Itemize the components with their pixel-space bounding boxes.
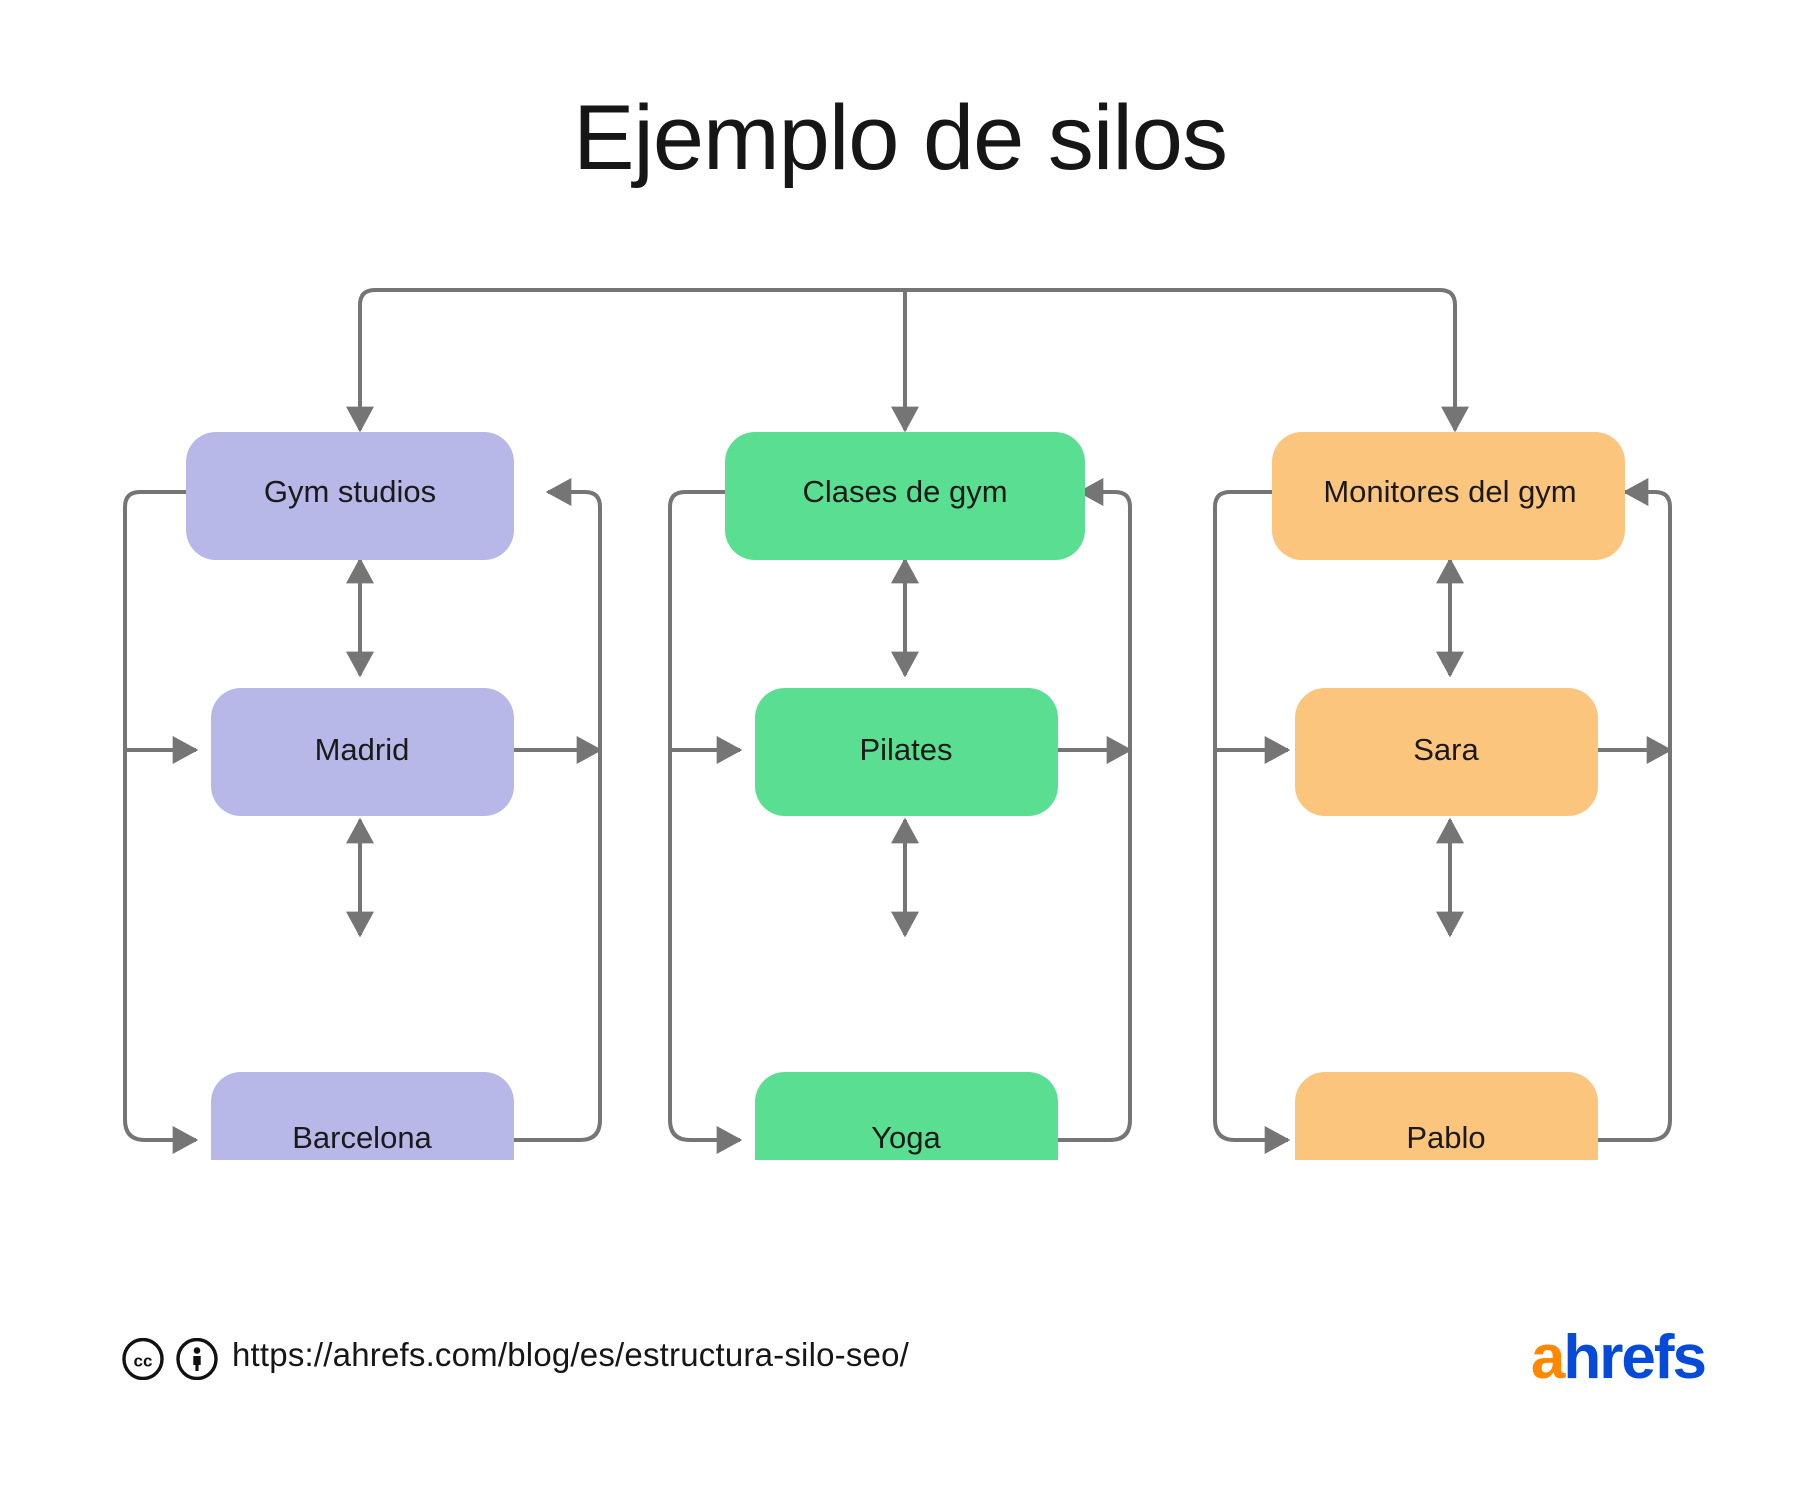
node-monitores-del-gym-label: Monitores del gym: [1323, 474, 1576, 509]
silo-diagram: Gym studios Madrid Barcelona: [0, 260, 1800, 1160]
node-pilates[interactable]: Pilates: [755, 688, 1058, 816]
node-gym-studios[interactable]: Gym studios: [186, 432, 514, 560]
ahrefs-logo-rest: hrefs: [1563, 1323, 1707, 1392]
svg-text:cc: cc: [134, 1352, 153, 1371]
connector-children-to-hub-right-3: [1598, 478, 1672, 1142]
silo-group-monitores-del-gym: Monitores del gym Sara Pablo: [1213, 432, 1673, 1160]
creative-commons-icon: cc: [122, 1337, 164, 1385]
silo-group-clases-de-gym: Clases de gym Pilates Yoga: [668, 432, 1133, 1160]
node-sara[interactable]: Sara: [1295, 688, 1598, 816]
footer: cc https://ahrefs.com/blog/es/estructura…: [0, 1323, 1800, 1430]
node-clases-de-gym-label: Clases de gym: [802, 474, 1007, 509]
node-barcelona[interactable]: Barcelona: [211, 1072, 514, 1160]
license-icon-group: cc: [122, 1337, 218, 1385]
connector-children-to-hub-right-1: [514, 478, 602, 1142]
silo-group-gym-studios: Gym studios Madrid Barcelona: [123, 432, 603, 1160]
attribution-icon: [176, 1337, 218, 1385]
connector-children-to-hub-right-2: [1058, 478, 1132, 1142]
node-yoga[interactable]: Yoga: [755, 1072, 1058, 1160]
node-sara-label: Sara: [1413, 732, 1479, 767]
node-clases-de-gym[interactable]: Clases de gym: [725, 432, 1085, 560]
ahrefs-logo: ahrefs: [1530, 1322, 1707, 1393]
node-barcelona-label: Barcelona: [292, 1120, 432, 1155]
connector-hub-to-children-left-3: [1213, 490, 1291, 1154]
node-monitores-del-gym[interactable]: Monitores del gym: [1272, 432, 1625, 560]
node-pablo-label: Pablo: [1406, 1120, 1485, 1155]
node-madrid[interactable]: Madrid: [211, 688, 514, 816]
connector-hub-to-children-left-2: [668, 490, 743, 1154]
connector-hub-to-children-left-1: [123, 490, 199, 1154]
node-madrid-label: Madrid: [315, 732, 410, 767]
page-title: Ejemplo de silos: [573, 87, 1228, 189]
node-pilates-label: Pilates: [859, 732, 952, 767]
source-url[interactable]: https://ahrefs.com/blog/es/estructura-si…: [232, 1336, 910, 1373]
node-gym-studios-label: Gym studios: [264, 474, 436, 509]
node-pablo[interactable]: Pablo: [1295, 1072, 1598, 1160]
node-yoga-label: Yoga: [871, 1120, 941, 1155]
ahrefs-logo-a: a: [1530, 1323, 1566, 1392]
top-connector-bus: [346, 288, 1469, 433]
